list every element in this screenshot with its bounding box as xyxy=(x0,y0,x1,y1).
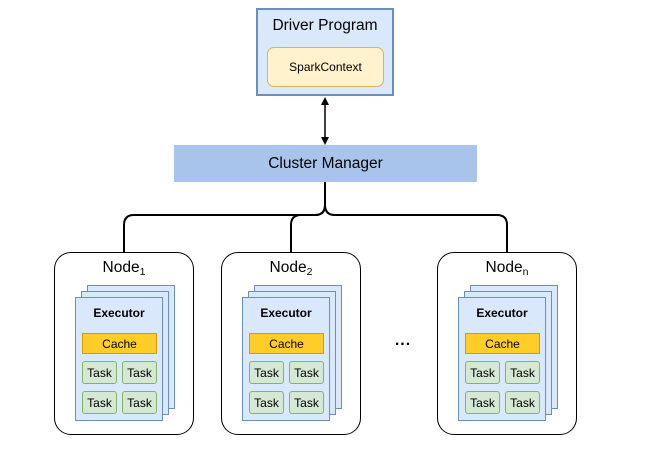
driver-program-title: Driver Program xyxy=(272,17,378,34)
node-label: Node1 xyxy=(102,259,146,278)
task-box: Task xyxy=(505,391,540,414)
task-box: Task xyxy=(505,361,540,384)
executor-box: Executor Cache Task Task Task Task xyxy=(242,297,330,421)
executor-label: Executor xyxy=(93,306,145,320)
task-box: Task xyxy=(289,391,324,414)
node-box: Noden Executor Cache Task Task Task Task xyxy=(437,252,577,435)
more-nodes-ellipsis: ... xyxy=(394,332,412,349)
task-box: Task xyxy=(249,361,284,384)
node-box: Node1 Executor Cache Task Task Task Task xyxy=(54,252,194,435)
node-label: Noden xyxy=(485,259,529,278)
task-box: Task xyxy=(122,391,157,414)
task-box: Task xyxy=(465,361,500,384)
task-box: Task xyxy=(122,361,157,384)
task-box: Task xyxy=(289,361,324,384)
task-box: Task xyxy=(249,391,284,414)
node-2-connector xyxy=(290,182,326,252)
spark-context-box: SparkContext xyxy=(267,47,384,87)
node-label: Node2 xyxy=(269,259,313,278)
executor-label: Executor xyxy=(476,306,528,320)
node-box: Node2 Executor Cache Task Task Task Task xyxy=(221,252,361,435)
task-box: Task xyxy=(82,391,117,414)
cluster-manager-box: Cluster Manager xyxy=(174,145,477,182)
driver-program-box: Driver Program SparkContext xyxy=(256,8,394,96)
cache-box: Cache xyxy=(82,333,157,354)
executor-box: Executor Cache Task Task Task Task xyxy=(75,297,163,421)
task-box: Task xyxy=(82,361,117,384)
executor-box: Executor Cache Task Task Task Task xyxy=(458,297,546,421)
executor-label: Executor xyxy=(260,306,312,320)
node-n-connector xyxy=(324,182,508,252)
cache-box: Cache xyxy=(465,333,540,354)
cache-box: Cache xyxy=(249,333,324,354)
task-box: Task xyxy=(465,391,500,414)
